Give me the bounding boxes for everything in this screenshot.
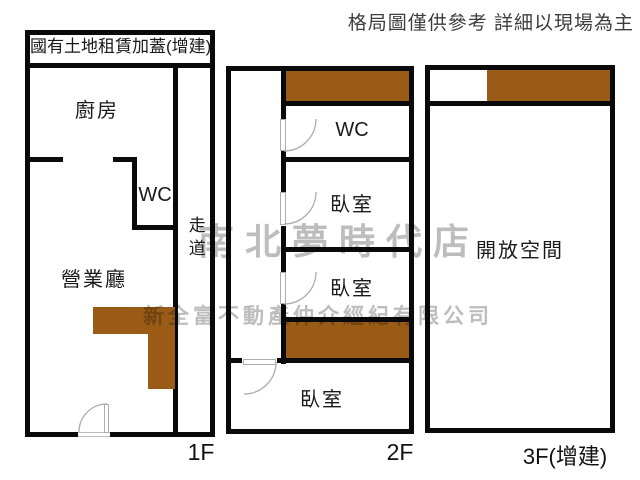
door-panel [280,272,286,304]
floor-label-3f: 3F(增建) [522,444,608,469]
room-label-kitchen: 廚房 [75,100,119,122]
room-label-bedroom-bottom: 臥室 [300,389,344,411]
wall [226,358,242,363]
room-label-bedroom-top: 臥室 [330,194,374,216]
wall [25,63,215,68]
floor-label-2f: 2F [386,439,414,465]
wall [110,432,215,437]
wall [25,30,30,437]
wall [226,66,231,434]
stairs-block [93,307,175,334]
door-swing-arc [283,118,317,152]
wall [281,157,409,162]
wall [610,65,615,433]
stairs-block [286,71,409,101]
wall [226,66,414,71]
wall [25,157,63,162]
wall [430,101,610,106]
room-label-annex-note: 國有土地租賃加蓋(增建) [30,37,212,56]
wall [281,101,409,106]
room-label-wc-2f: WC [335,119,369,141]
floor-label-1f: 1F [187,439,215,465]
door-panel [280,119,286,151]
wall [409,66,414,434]
stairs-block [148,334,175,389]
wall [132,225,178,230]
door-swing-arc [283,271,317,305]
wall [281,66,286,119]
disclaimer-text: 格局圖僅供參考 詳細以現場為主 [347,13,634,34]
wall [226,429,414,434]
room-label-open-space: 開放空間 [476,240,564,262]
stairs-block [286,322,409,358]
wall [132,157,137,230]
door-swing-arc [78,403,108,433]
wall [25,432,78,437]
wall [425,428,615,433]
wall [281,151,286,192]
door-swing-arc [243,361,277,395]
wall [210,30,215,437]
wall [173,63,178,432]
wall [25,30,215,35]
wall [277,358,409,363]
wall [281,304,286,364]
watermark-company-name: 新全富不動產仲介經紀有限公司 [143,305,493,328]
wall [113,157,137,162]
wall [425,65,615,70]
room-label-business-hall: 營業廳 [61,269,127,291]
wall [281,317,409,322]
watermark-store-name: 南北夢時代店 [198,221,481,262]
room-label-bedroom-middle: 臥室 [330,278,374,300]
wall [425,65,430,433]
wall [281,247,409,252]
door-swing-arc [283,191,317,225]
stairs-block [487,70,610,101]
room-label-wc-1f: WC [138,184,172,206]
door-sill [78,432,110,437]
room-label-corridor: 走道 [185,216,205,262]
door-panel [280,192,286,225]
